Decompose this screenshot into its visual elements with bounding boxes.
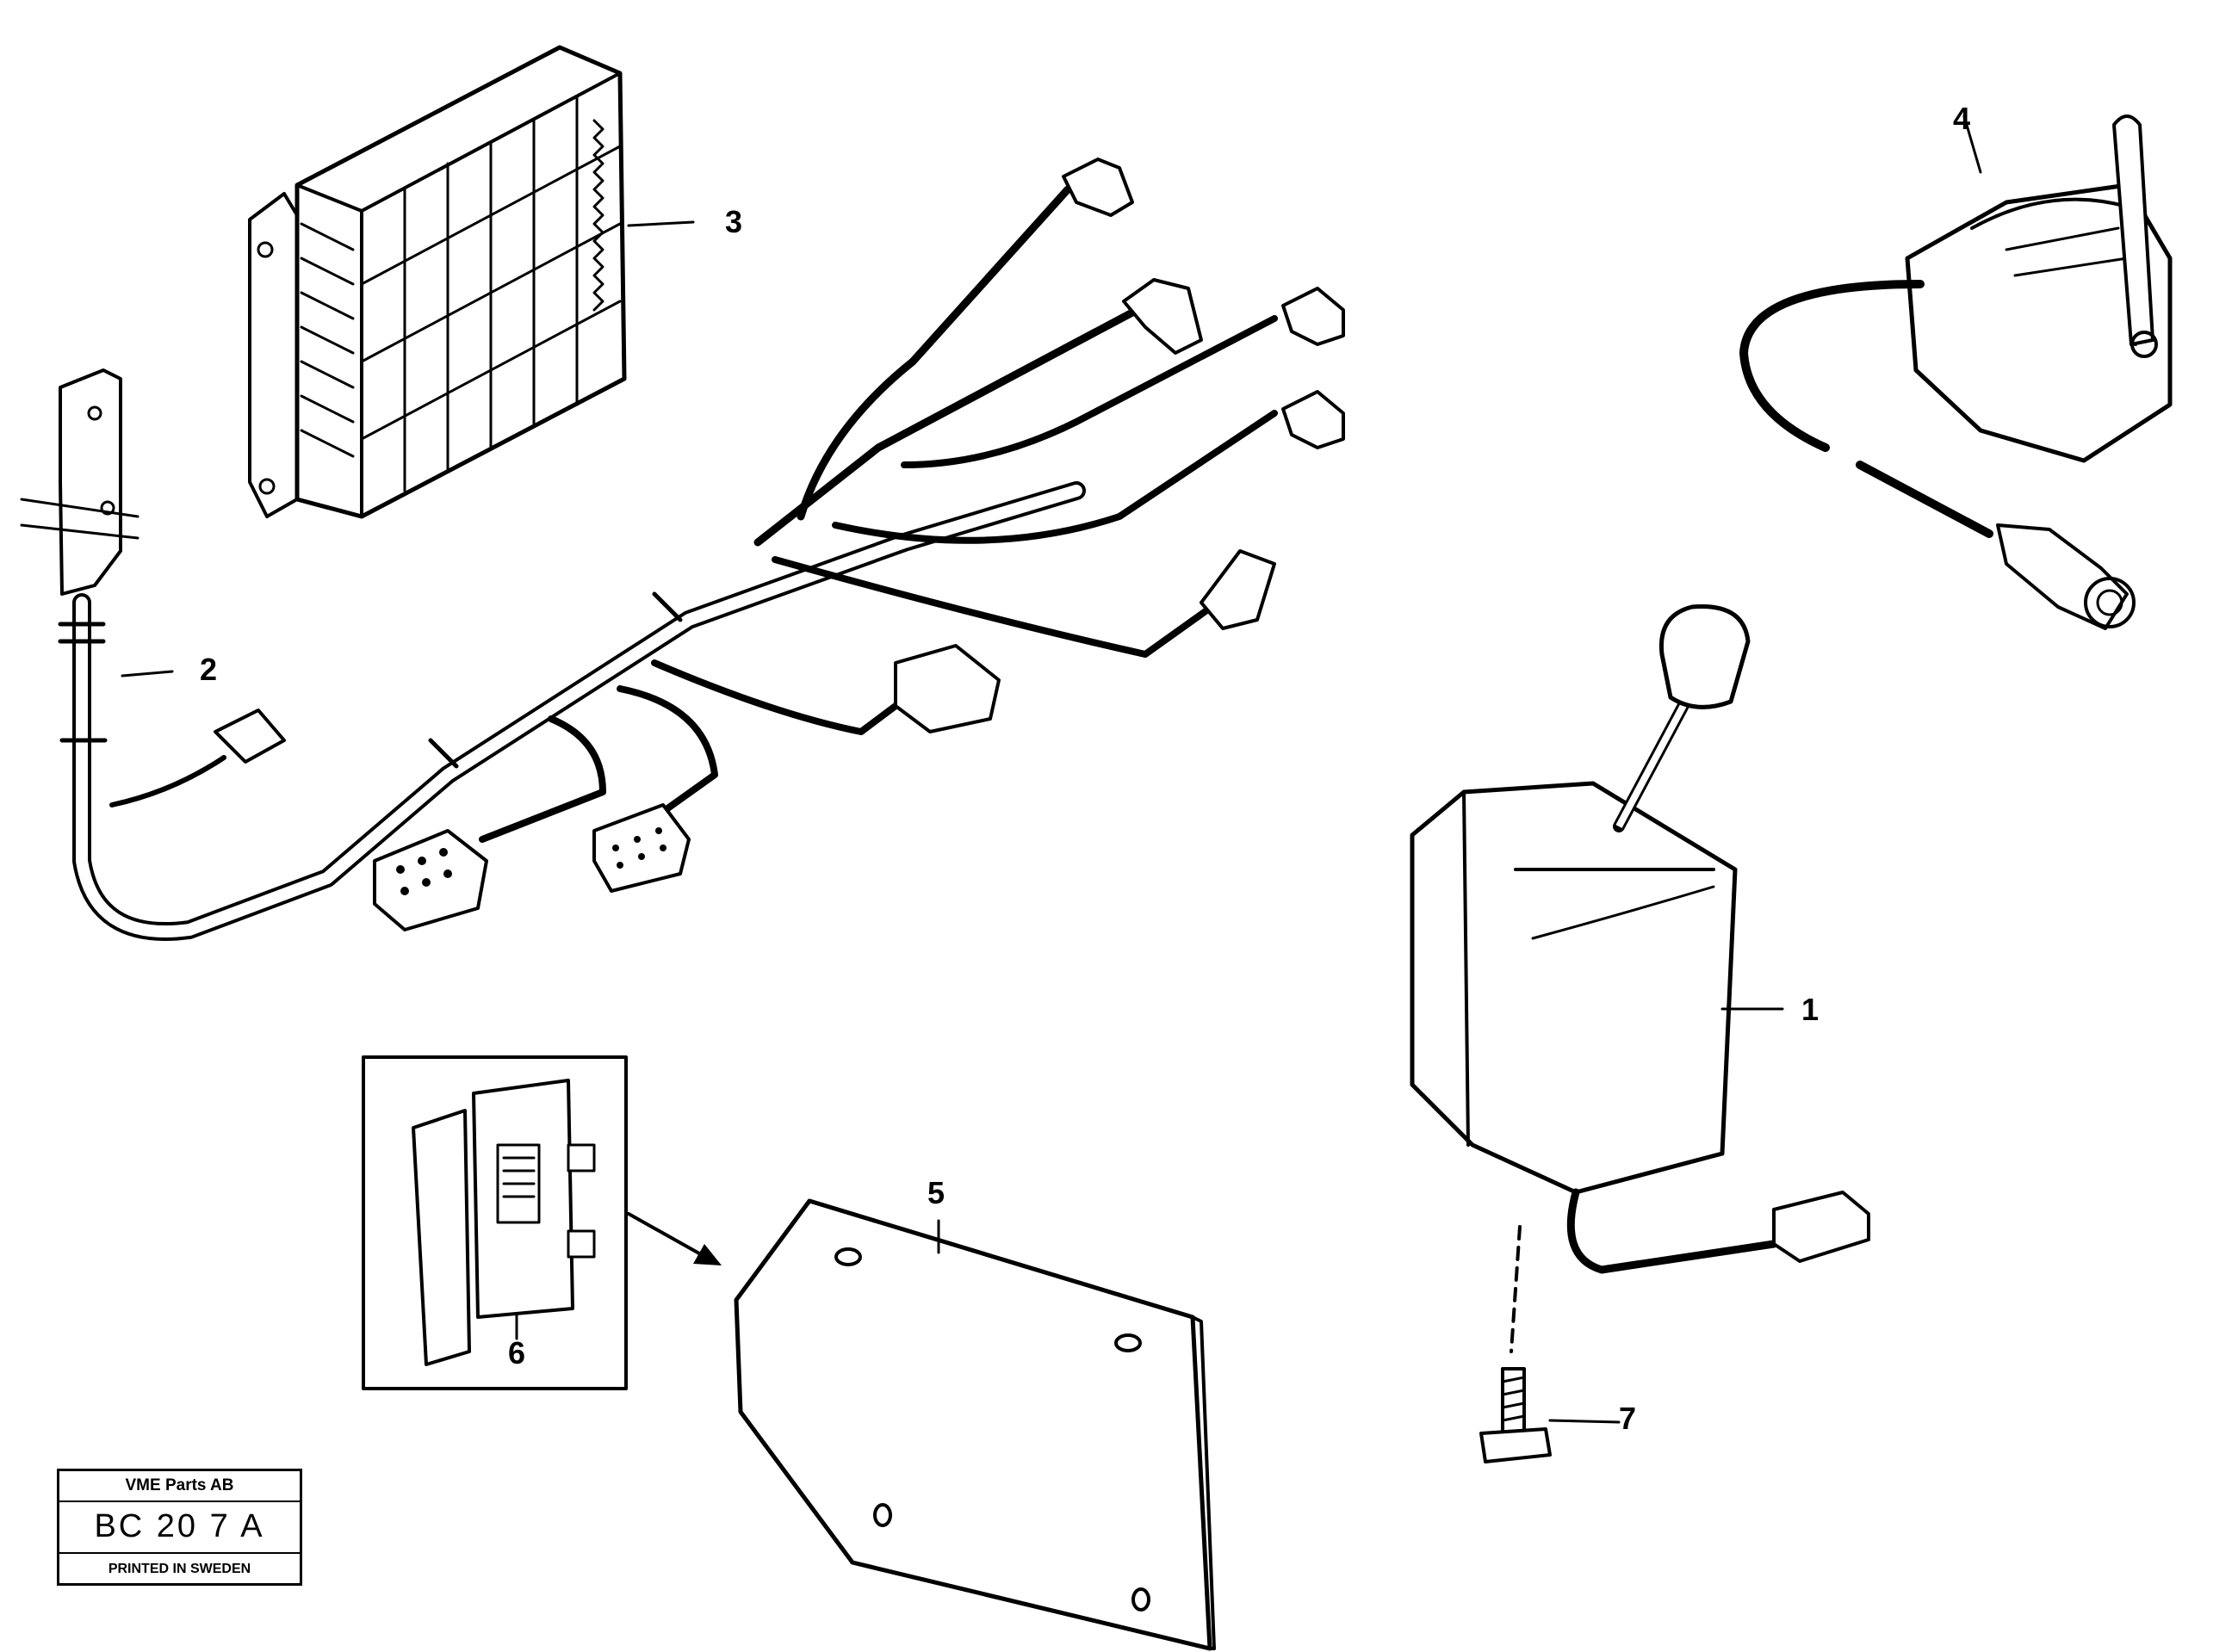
callout-6: 6 (508, 1335, 525, 1370)
leader-lines (121, 114, 1982, 1424)
callout-7: 7 (1619, 1401, 1636, 1436)
callout-1: 1 (1801, 992, 1819, 1027)
stamp-code: BC 20 7 A (59, 1500, 300, 1554)
rotary-switch (1739, 114, 2173, 630)
gear-selector (1410, 604, 1870, 1463)
callout-5: 5 (927, 1175, 945, 1210)
control-unit (248, 45, 627, 519)
inset-detail (362, 1055, 722, 1390)
callout-2: 2 (200, 652, 217, 687)
mounting-plate (734, 1198, 1216, 1651)
stamp-printed: PRINTED IN SWEDEN (108, 1562, 251, 1576)
wiring-harness (20, 158, 1345, 942)
callout-3: 3 (725, 204, 742, 239)
callout-4: 4 (1953, 101, 1970, 136)
title-stamp: VME Parts AB BC 20 7 A PRINTED IN SWEDEN (57, 1469, 302, 1586)
stamp-company: VME Parts AB (59, 1471, 300, 1502)
